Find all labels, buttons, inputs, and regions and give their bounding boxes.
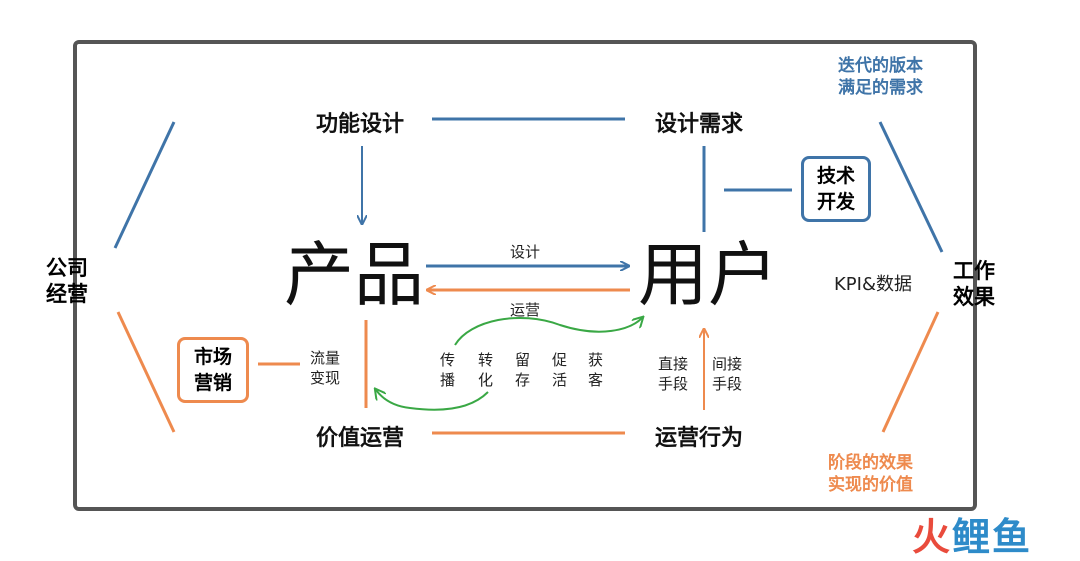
tech-dev-box: 技术开发 <box>801 156 871 222</box>
product-node: 产品 <box>284 234 424 316</box>
operation-label: 运营 <box>510 301 541 319</box>
left-lower-diagonal <box>116 311 176 433</box>
work-results-label: 工作效果 <box>953 259 995 309</box>
green-curve-to-product <box>376 390 489 411</box>
funnel-stage: 转化 <box>478 351 494 389</box>
design-label: 设计 <box>510 243 541 261</box>
kpi-data-label: KPI&数据 <box>834 274 913 295</box>
watermark-logo: 火鲤鱼 <box>912 515 1033 559</box>
right-lower-diagonal <box>881 311 940 433</box>
left-upper-diagonal <box>113 121 176 249</box>
marketing-box: 市场营销 <box>177 337 249 403</box>
green-curve-to-user <box>454 318 642 346</box>
feature-design-node: 功能设计 <box>316 112 405 137</box>
company-operations-label: 公司经营 <box>46 256 88 306</box>
direct-means-label: 直接手段 <box>658 355 689 393</box>
diagram-frame <box>73 40 977 511</box>
funnel-stage: 获客 <box>588 351 604 389</box>
right-upper-diagonal <box>878 121 944 253</box>
value-operations-node: 价值运营 <box>316 426 405 451</box>
indirect-means-label: 间接手段 <box>712 355 743 393</box>
operations-behavior-node: 运营行为 <box>655 426 744 451</box>
traffic-monetization-label: 流量变现 <box>310 349 341 387</box>
stage-effect-note: 阶段的效果实现的价值 <box>828 453 913 495</box>
funnel-stage: 留存 <box>515 351 531 389</box>
iterated-version-note: 迭代的版本满足的需求 <box>838 56 923 98</box>
funnel-stage: 传播 <box>440 351 456 389</box>
design-needs-node: 设计需求 <box>655 112 744 137</box>
user-node: 用户 <box>638 234 778 316</box>
funnel-stage: 促活 <box>552 351 568 389</box>
